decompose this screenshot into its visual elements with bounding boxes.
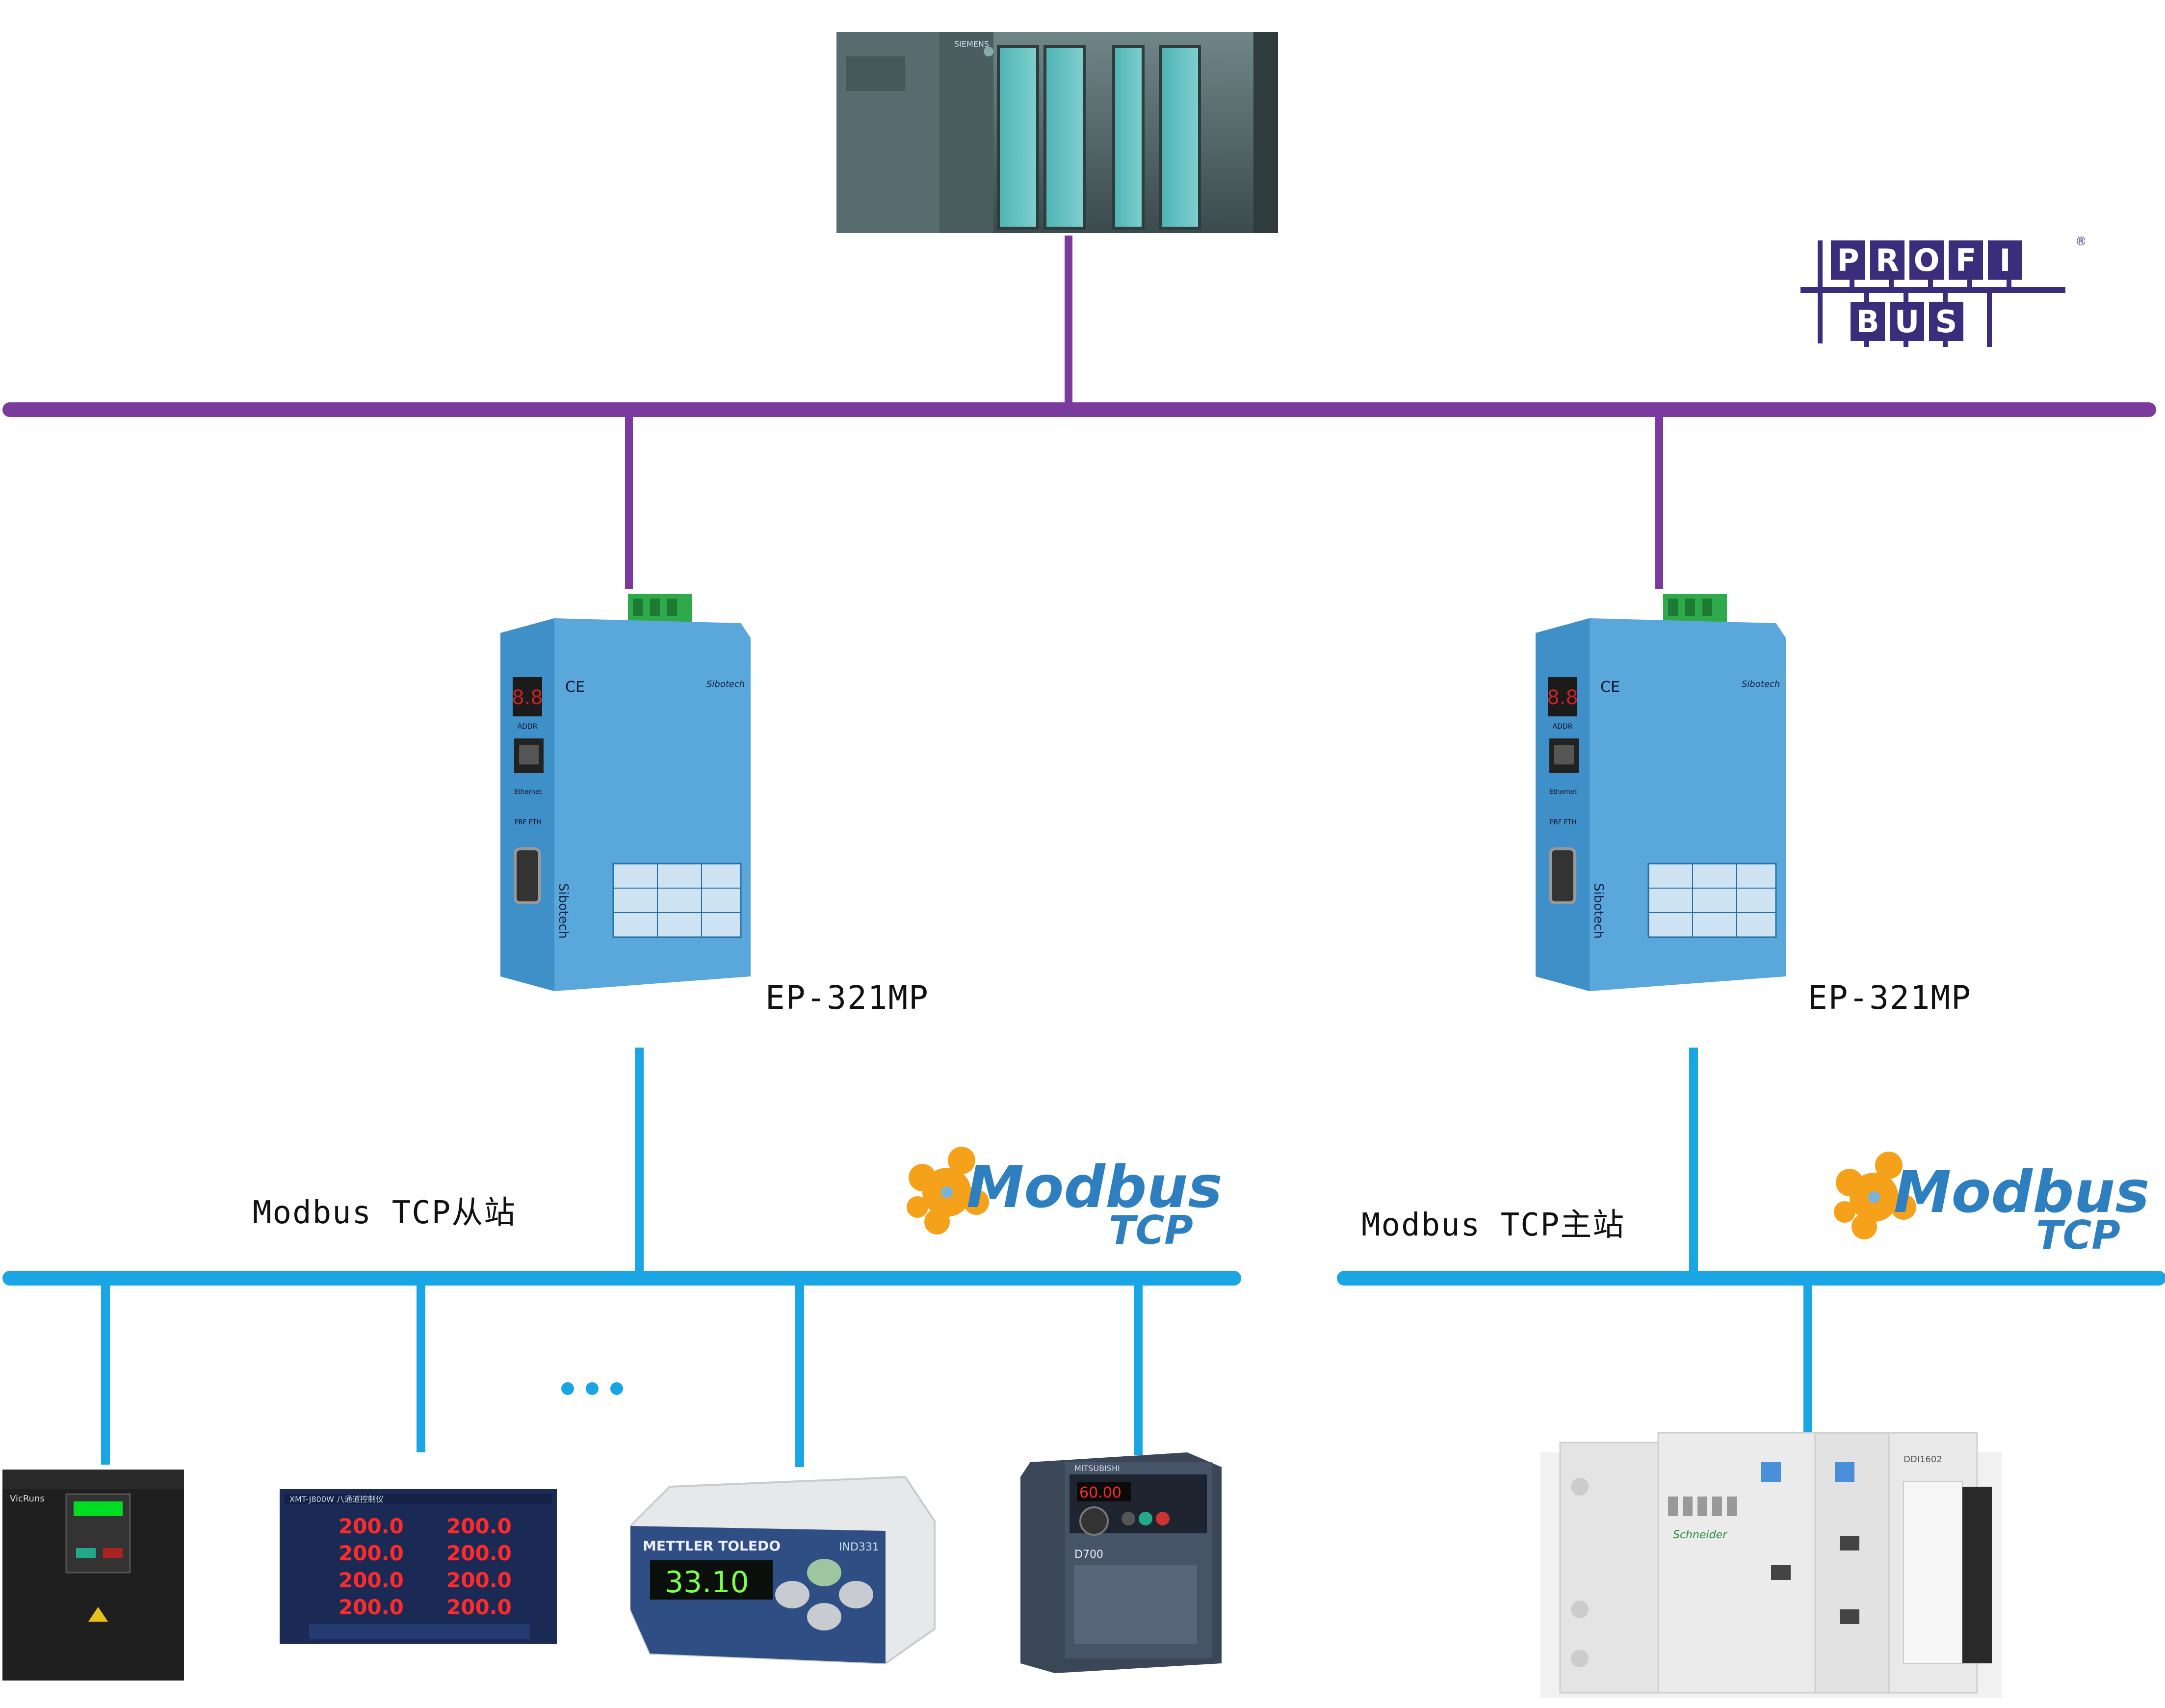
gateway-2-model-label: EP-321MP bbox=[1808, 979, 1972, 1017]
inverter-image: VicRuns bbox=[2, 1470, 184, 1681]
modbus-sub: TCP bbox=[1109, 1208, 1193, 1251]
ce-mark: CE bbox=[1600, 679, 1620, 696]
gateway-1-model-label: EP-321MP bbox=[765, 979, 929, 1017]
gateway-display: 8.8 bbox=[1547, 686, 1578, 709]
modbus-slave-label: Modbus TCP从站 bbox=[253, 1195, 517, 1231]
gateway-2-image: 8.8 ADDR Ethernet PBF ETH CE Sibotech Si… bbox=[1536, 594, 1786, 991]
controller-reading: 200.0 bbox=[339, 1514, 404, 1538]
plc-brand: Schneider bbox=[1673, 1529, 1728, 1541]
s7-brand: SIEMENS bbox=[954, 39, 989, 49]
modbus-master-label: Modbus TCP主站 bbox=[1361, 1207, 1625, 1243]
gateway-addr-label: ADDR bbox=[1553, 723, 1573, 731]
controller-reading: 200.0 bbox=[446, 1568, 512, 1592]
profibus-letters-row1: P R O F I bbox=[1831, 240, 2022, 280]
ce-mark: CE bbox=[565, 679, 585, 696]
modbus-word: Modbus bbox=[1894, 1158, 2150, 1226]
vfd-reading: 60.00 bbox=[1079, 1484, 1122, 1501]
gateway-brand: Sibotech bbox=[706, 679, 745, 689]
profibus-registered-mark: ® bbox=[2075, 235, 2085, 248]
profibus-letters-row2: B U S bbox=[1851, 302, 1963, 341]
weighing-indicator-image: METTLER TOLEDO 33.10 IND331 bbox=[630, 1475, 936, 1665]
indicator-brand: METTLER TOLEDO bbox=[643, 1538, 781, 1554]
gateway-addr-label: ADDR bbox=[518, 723, 538, 731]
controller-title: XMT-J800W 八通道控制仪 bbox=[289, 1495, 384, 1504]
gateway-display: 8.8 bbox=[512, 686, 543, 709]
gateway-eth-label: Ethernet bbox=[514, 788, 542, 796]
profibus-letter: P bbox=[1837, 242, 1859, 278]
modbus-sub: TCP bbox=[2036, 1212, 2120, 1256]
profibus-letter: F bbox=[1956, 242, 1976, 278]
profibus-letter: U bbox=[1895, 304, 1919, 340]
profibus-letter: S bbox=[1935, 304, 1957, 340]
gateway-brand-vertical: Sibotech bbox=[1591, 883, 1606, 939]
profibus-letter: R bbox=[1876, 242, 1899, 278]
modbus-tcp-logo-1: Modbus TCP bbox=[907, 1147, 1223, 1251]
controller-image: XMT-J800W 八通道控制仪 200.0 200.0 200.0 200.0… bbox=[280, 1489, 557, 1644]
profibus-letter: I bbox=[1999, 242, 2010, 278]
indicator-reading: 33.10 bbox=[665, 1565, 749, 1600]
schneider-plc-image: Schneider DDI1602 bbox=[1540, 1432, 2002, 1698]
plc-module: DDI1602 bbox=[1904, 1454, 1942, 1465]
controller-reading: 200.0 bbox=[339, 1595, 404, 1619]
gateway-led-labels: PBF ETH bbox=[515, 819, 541, 826]
controller-reading: 200.0 bbox=[339, 1541, 404, 1565]
profibus-letter: O bbox=[1914, 242, 1940, 278]
inverter-brand: VicRuns bbox=[10, 1494, 45, 1504]
ellipsis-dots bbox=[561, 1382, 623, 1395]
controller-reading: 200.0 bbox=[339, 1568, 404, 1592]
modbus-word: Modbus bbox=[966, 1153, 1223, 1221]
controller-reading: 200.0 bbox=[446, 1595, 512, 1619]
gateway-brand-vertical: Sibotech bbox=[556, 883, 571, 939]
profibus-logo: P R O F I B U S ® bbox=[1800, 235, 2085, 347]
vfd-brand: MITSUBISHI bbox=[1074, 1464, 1120, 1473]
controller-reading: 200.0 bbox=[446, 1541, 512, 1565]
s7-plc-image: SIEMENS bbox=[836, 32, 1278, 233]
gateway-eth-label: Ethernet bbox=[1549, 788, 1577, 796]
modbus-tcp-logo-2: Modbus TCP bbox=[1834, 1152, 2150, 1256]
indicator-model: IND331 bbox=[839, 1541, 879, 1553]
vfd-image: 60.00 MITSUBISHI D700 bbox=[1020, 1452, 1222, 1673]
gateway-led-labels: PBF ETH bbox=[1550, 819, 1576, 826]
gateway-1-image: 8.8 ADDR Ethernet PBF ETH CE Sibotech Si… bbox=[500, 594, 751, 991]
vfd-model: D700 bbox=[1074, 1549, 1103, 1561]
gateway-brand: Sibotech bbox=[1742, 679, 1780, 689]
profibus-letter: B bbox=[1856, 304, 1879, 340]
controller-reading: 200.0 bbox=[446, 1514, 512, 1538]
